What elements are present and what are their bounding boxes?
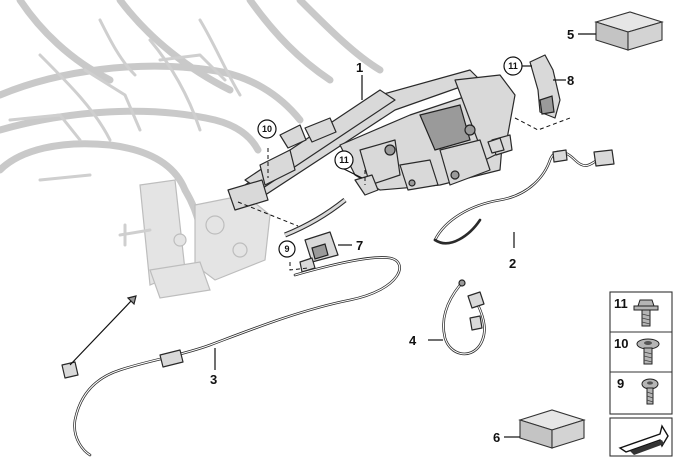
leaders (214, 33, 596, 438)
fastener-panel: 11 10 9 (609, 291, 673, 415)
torx-screw-icon (636, 338, 660, 365)
callout-7: 7 (356, 238, 363, 253)
callout-1: 1 (356, 60, 363, 75)
small-bracket (529, 54, 561, 119)
callout-3: 3 (210, 372, 217, 387)
svg-text:11: 11 (614, 296, 628, 311)
circled-callout-9: 9 (278, 240, 296, 258)
bracket-assembly (227, 69, 516, 211)
fastener-row-9: 9 (617, 376, 659, 405)
link-rod (284, 198, 347, 238)
switch-unit (299, 231, 339, 273)
fastener-row-10: 10 (614, 336, 660, 365)
next-page-arrow-icon[interactable] (609, 417, 673, 457)
flange-bolt-icon (633, 299, 659, 327)
svg-text:10: 10 (262, 124, 272, 134)
svg-text:11: 11 (339, 155, 349, 165)
svg-text:11: 11 (508, 61, 518, 71)
svg-text:10: 10 (614, 336, 628, 351)
callout-6: 6 (493, 430, 500, 445)
release-cable (61, 256, 401, 457)
box-5 (594, 11, 664, 51)
fastener-row-11: 11 (614, 296, 659, 327)
assembly-lines (237, 117, 571, 271)
callout-2: 2 (509, 256, 516, 271)
ghosted-frame (0, 0, 384, 299)
pan-screw-icon (641, 378, 659, 405)
svg-text:9: 9 (617, 376, 624, 391)
svg-text:9: 9 (284, 244, 289, 254)
circled-callout-11-a: 11 (334, 150, 354, 170)
box-6 (518, 409, 586, 449)
circled-callout-11-b: 11 (503, 56, 523, 76)
callout-5: 5 (567, 27, 574, 42)
wiring-harness (433, 137, 615, 245)
sensor-cable (442, 279, 486, 356)
callout-8: 8 (567, 73, 574, 88)
callout-4: 4 (409, 333, 417, 348)
circled-callout-10: 10 (257, 119, 277, 139)
